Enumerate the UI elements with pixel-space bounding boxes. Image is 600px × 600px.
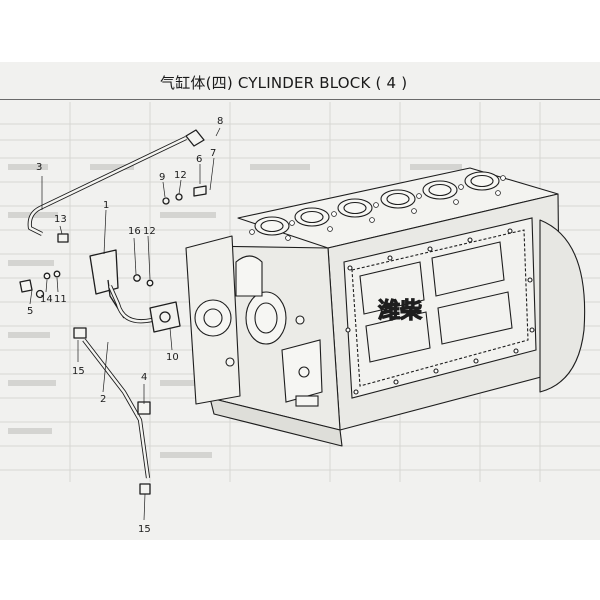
callout-9: 9	[159, 172, 165, 183]
callout-10: 10	[166, 352, 179, 363]
callout-4: 4	[141, 372, 147, 383]
callout-6: 6	[196, 154, 202, 165]
brand-plate-text: 潍柴	[378, 298, 423, 324]
title-rule	[0, 99, 600, 100]
callout-11: 11	[54, 294, 67, 305]
callout-15-upper: 15	[72, 366, 85, 377]
cylinder-bores	[254, 171, 500, 236]
leader-lines	[29, 127, 221, 521]
front-face-detail	[194, 255, 323, 407]
callout-14: 14	[40, 294, 53, 305]
head-bolt-holes	[249, 175, 506, 241]
callout-8: 8	[217, 116, 223, 127]
callout-16: 16	[128, 226, 141, 237]
part-callouts: 1 2 3 4 5 6 7 8 9 10 11 12 12 13 14 15 1…	[27, 116, 223, 535]
side-cover-plate: 潍柴	[343, 217, 537, 399]
callout-1: 1	[103, 200, 109, 211]
callout-12-lower: 12	[174, 170, 187, 181]
callout-13: 13	[54, 214, 67, 225]
callout-3: 3	[36, 162, 42, 173]
callout-12-upper: 12	[143, 226, 156, 237]
callout-15-lower: 15	[138, 524, 151, 535]
page-title: 气缸体(四) CYLINDER BLOCK ( 4 )	[160, 74, 408, 92]
oil-tube-assembly	[19, 129, 207, 495]
callout-7: 7	[210, 148, 216, 159]
callout-5: 5	[27, 306, 33, 317]
callout-2: 2	[100, 394, 106, 405]
